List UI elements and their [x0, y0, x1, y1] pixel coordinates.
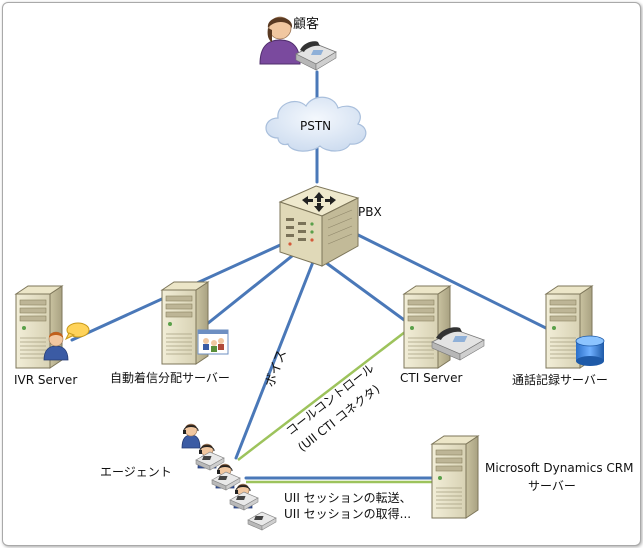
cti-label: CTI Server	[400, 371, 462, 385]
cloud-icon	[265, 96, 367, 152]
recorder-label: 通話記録サーバー	[512, 372, 608, 387]
cti-node: CTI Server	[400, 285, 485, 385]
link-pbx-recorder	[338, 224, 564, 338]
link-pbx-agent	[234, 260, 315, 460]
crm-server-icon	[431, 435, 479, 519]
cti-connector-lines	[237, 321, 440, 484]
customer-node: 顧客	[259, 16, 337, 71]
pstn-cloud: PSTN	[265, 96, 367, 152]
database-icon	[575, 335, 605, 366]
pbx-label: PBX	[358, 205, 382, 219]
ivr-label: IVR Server	[14, 373, 77, 387]
cti-server-icon	[403, 285, 451, 369]
pstn-label: PSTN	[300, 119, 331, 133]
ivr-node: IVR Server	[14, 285, 90, 387]
pbx-switch-icon	[278, 185, 360, 267]
link-pbx-acd	[190, 246, 304, 338]
agent-group: エージェント	[100, 423, 277, 531]
acd-label: 自動着信分配サーバー	[110, 370, 230, 385]
ivr-user-icon	[43, 331, 69, 361]
voice-label: ボイス	[263, 348, 290, 389]
link-agent-cti-green	[237, 321, 419, 461]
agent-label: エージェント	[100, 465, 172, 479]
recorder-node: 通話記録サーバー	[512, 285, 608, 387]
acd-node: 自動着信分配サーバー	[110, 281, 230, 385]
queue-panel-icon	[197, 329, 229, 355]
pbx-node: PBX	[278, 185, 382, 267]
speech-bubble-icon	[64, 322, 90, 341]
crm-label-line1: Microsoft Dynamics CRM	[485, 461, 633, 475]
connection-lines	[70, 70, 564, 480]
customer-icon	[259, 16, 301, 65]
telephone-icon	[295, 41, 337, 71]
crm-label-line2: サーバー	[528, 479, 576, 493]
uii-label-line1: UII セッションの転送、	[284, 490, 412, 505]
customer-label: 顧客	[293, 16, 319, 32]
crm-node: Microsoft Dynamics CRM サーバー	[431, 435, 633, 519]
desk-phone-icon	[431, 327, 485, 361]
uii-label-line2: UII セッションの取得...	[284, 506, 411, 521]
